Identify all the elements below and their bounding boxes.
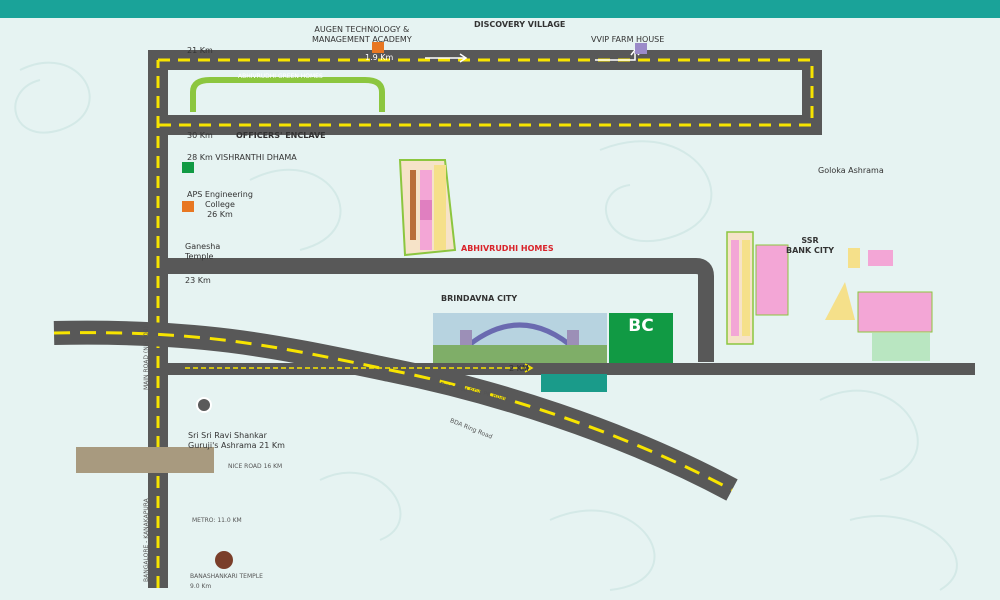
vishranthi-marker (182, 162, 194, 173)
ganesha-label: Ganesha Temple (185, 242, 221, 261)
vishranthi-label: 28 Km VISHRANTHI DHAMA (187, 153, 297, 162)
augen-marker (372, 42, 384, 53)
abhivrudhi-homes-plan (398, 159, 457, 257)
km1-9-label: 1.9 Km (365, 53, 394, 62)
abhivrudhi-label: ABHIVRUDHI HOMES (461, 244, 554, 253)
vvip-marker (635, 43, 647, 54)
header-bar (0, 0, 1000, 18)
landmark-pin-icon (196, 397, 212, 413)
km2-arrow (185, 363, 534, 373)
km23-label: 23 Km (185, 276, 211, 285)
km30-label: 30 Km (187, 131, 213, 140)
ssr-label: SSR BANK CITY (786, 236, 835, 255)
vvip-label: VVIP FARM HOUSE (591, 35, 665, 44)
main-road-label: MAIN ROAD (NH 209) (143, 326, 150, 390)
officers-label: OFFICERS' ENCLAVE (236, 131, 326, 140)
augen-label: AUGEN TECHNOLOGY & MANAGEMENT ACADEMY (312, 25, 412, 44)
aps-label: APS Engineering College 26 Km (187, 190, 253, 219)
ssr-bank-city-plan (726, 231, 933, 361)
metro-label: METRO: 11.0 KM (192, 517, 242, 524)
banashankari-label: BANASHANKARI TEMPLE 9.0 Km (190, 573, 263, 590)
ashram-image (76, 447, 214, 473)
nice-road-label: NICE ROAD 16 KM (228, 463, 283, 470)
ravishankar-label: Sri Sri Ravi Shankar Guruji's Ashrama 21… (188, 431, 285, 450)
km21-label: 21 Km (187, 46, 213, 55)
brindavana-city-image (433, 313, 607, 363)
road-ring-marking (53, 331, 733, 492)
discovery-label: DISCOVERY VILLAGE (474, 20, 566, 29)
road-brindavana-link (168, 258, 714, 362)
bangalore-label: BANGALORE - KANAKAPURA (143, 498, 150, 582)
goloka-label: Goloka Ashrama (818, 166, 884, 175)
km2-label: 2 KM (509, 364, 529, 373)
brindavana-label: BRINDAVNA CITY (441, 294, 518, 303)
temple-icon (215, 551, 233, 569)
aps-marker (182, 201, 194, 212)
bc-logo: BC (609, 313, 673, 363)
road-junction-marker (541, 374, 607, 392)
road-upper-loop-marking (158, 58, 814, 127)
green-homes-label: ABHIVRUDHI GREEN HOMES (238, 73, 323, 80)
green-homes-outline (190, 77, 385, 112)
background-swirls (14, 61, 958, 591)
